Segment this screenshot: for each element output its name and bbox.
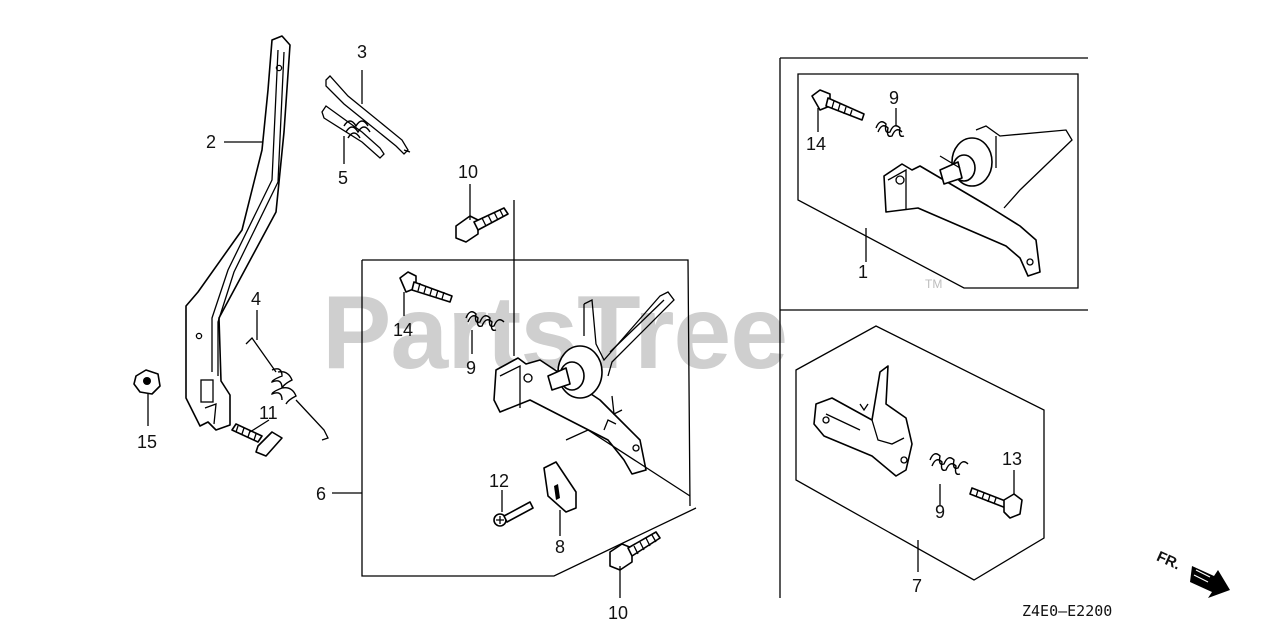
lever-bolt xyxy=(231,423,283,457)
diagram-code: Z4E0—E2200 xyxy=(1022,602,1112,620)
part-labels: 1 2 3 4 5 6 7 8 9 9 9 10 10 11 12 13 14 … xyxy=(137,42,1022,623)
governor-spring xyxy=(245,336,329,441)
label-part-13: 13 xyxy=(1002,449,1022,469)
watermark-trademark: TM xyxy=(925,277,942,291)
label-part-1: 1 xyxy=(858,262,868,282)
front-direction-label: FR. xyxy=(1154,548,1183,573)
assembly-7-parts xyxy=(813,365,1023,519)
label-part-14-assembly-1: 14 xyxy=(806,134,826,154)
assembly-6-outline xyxy=(361,200,697,577)
label-part-10-top: 10 xyxy=(458,162,478,182)
label-part-6: 6 xyxy=(316,484,326,504)
cable-clip xyxy=(543,461,577,513)
control-base-assembly xyxy=(399,271,675,475)
label-part-2: 2 xyxy=(206,132,216,152)
assembly-1-parts xyxy=(811,89,1073,277)
flange-bolt-bottom xyxy=(609,531,661,571)
label-part-10-bottom: 10 xyxy=(608,603,628,623)
label-part-12: 12 xyxy=(489,471,509,491)
governor-rod-spring xyxy=(343,120,371,139)
right-panel-outline xyxy=(779,57,1088,598)
label-part-5: 5 xyxy=(338,168,348,188)
label-part-14-assembly-6: 14 xyxy=(393,320,413,340)
label-part-11: 11 xyxy=(259,403,278,423)
small-screw xyxy=(493,501,534,527)
label-part-9-assembly-1: 9 xyxy=(889,88,899,108)
leader-lines xyxy=(147,70,1015,598)
lock-nut xyxy=(133,369,161,395)
label-part-3: 3 xyxy=(357,42,367,62)
label-part-4: 4 xyxy=(251,289,261,309)
label-part-7: 7 xyxy=(912,576,922,596)
front-direction-arrow-icon xyxy=(1190,566,1230,598)
flange-bolt-top xyxy=(455,207,509,243)
label-part-9-assembly-7: 9 xyxy=(935,502,945,522)
label-part-9-assembly-6: 9 xyxy=(466,358,476,378)
governor-link-rod xyxy=(321,75,411,159)
front-direction-marker: FR. xyxy=(1154,548,1230,598)
label-part-15: 15 xyxy=(137,432,157,452)
governor-lever-arm xyxy=(185,35,291,431)
label-part-8: 8 xyxy=(555,537,565,557)
